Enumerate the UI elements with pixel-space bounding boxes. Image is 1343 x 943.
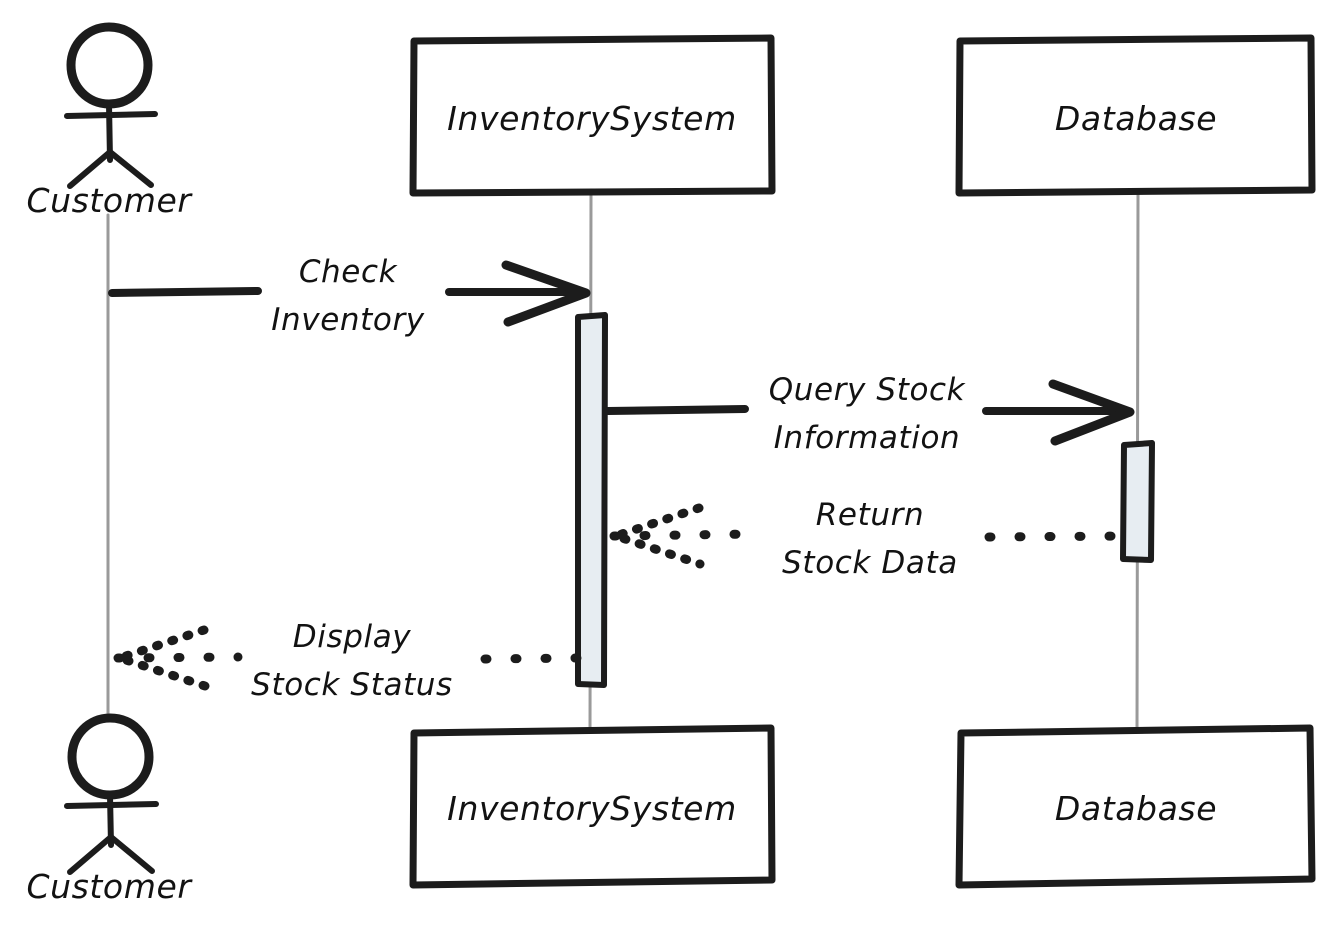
actor-head-icon <box>67 713 154 800</box>
message-line-left-segment <box>113 652 243 663</box>
participant-label-database-top: Database <box>1055 99 1217 138</box>
message-label-line1: Query Stock <box>769 372 966 408</box>
message-label-line2: Information <box>774 420 961 456</box>
actor-head-icon <box>66 22 153 109</box>
actor-left-leg-icon <box>67 149 113 189</box>
actor-customer-top[interactable]: Customer <box>26 22 193 220</box>
actor-right-leg-icon <box>107 149 154 188</box>
participant-box-outline <box>409 34 776 197</box>
actor-label-customer-bottom: Customer <box>26 867 193 906</box>
actor-right-leg-icon <box>108 834 155 874</box>
arrow-head-right-icon <box>1048 379 1135 446</box>
actor-arms-icon <box>64 111 158 119</box>
activation-bar-database <box>1120 440 1155 563</box>
message-line-left-segment <box>609 529 757 541</box>
participant-label-database-bottom: Database <box>1055 789 1217 828</box>
actor-left-leg-icon <box>67 834 114 875</box>
message-line-left-segment <box>604 405 749 415</box>
actor-customer-bottom[interactable]: Customer <box>26 713 193 906</box>
participant-label-inventorysystem-top: InventorySystem <box>447 99 737 138</box>
activation-bar-inventorysystem <box>575 312 608 688</box>
actor-arms-icon <box>64 801 159 809</box>
participant-box-database-bottom[interactable]: Database <box>955 724 1316 889</box>
arrow-head-right-icon <box>501 260 591 327</box>
message-label-line2: Stock Status <box>251 667 453 703</box>
participant-box-outline <box>409 724 776 889</box>
message-label-line1: Display <box>293 619 412 655</box>
message-line-left-segment <box>108 287 262 297</box>
participant-box-outline <box>955 724 1316 889</box>
arrow-head-left-icon <box>115 625 210 691</box>
message-line-right-segment <box>480 653 583 664</box>
message-label-line1: Return <box>816 497 924 533</box>
message-label-line1: Check <box>299 254 398 290</box>
participant-box-outline <box>955 34 1316 197</box>
message-return-stock-data[interactable]: Return Stock Data <box>609 497 1129 581</box>
message-label-line2: Inventory <box>271 302 425 338</box>
participant-box-inventorysystem-top[interactable]: InventorySystem <box>409 34 776 197</box>
message-label-line2: Stock Data <box>782 545 958 581</box>
message-query-stock-information[interactable]: Query Stock Information <box>604 372 1135 456</box>
lifelines-layer <box>106 191 1140 734</box>
actor-label-customer-top: Customer <box>26 181 193 220</box>
arrow-head-left-icon <box>611 503 705 569</box>
participant-label-inventorysystem-bottom: InventorySystem <box>447 789 737 828</box>
participant-box-database-top[interactable]: Database <box>955 34 1316 197</box>
message-check-inventory[interactable]: Check Inventory <box>108 254 591 338</box>
participant-box-inventorysystem-bottom[interactable]: InventorySystem <box>409 724 776 889</box>
message-display-stock-status[interactable]: Display Stock Status <box>113 619 583 703</box>
message-line-right-segment <box>984 531 1129 542</box>
activations-layer <box>575 312 1155 688</box>
